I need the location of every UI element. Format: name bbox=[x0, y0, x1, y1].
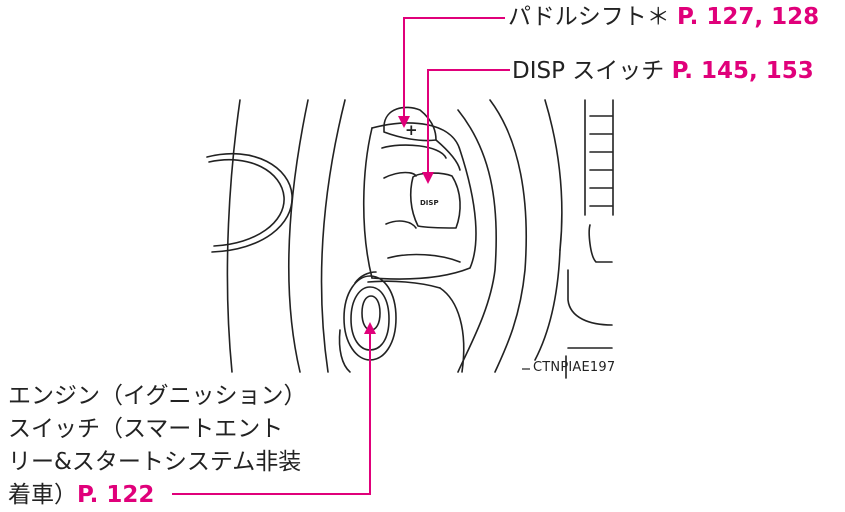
callout-engine-switch-pageref[interactable]: P. 122 bbox=[77, 482, 155, 508]
leader-arrowhead-engine bbox=[364, 322, 376, 334]
callout-paddle-shift-pageref[interactable]: P. 127, 128 bbox=[677, 4, 820, 30]
disp-button-label: DISP bbox=[420, 199, 439, 207]
ignition-switch-outer bbox=[343, 275, 397, 361]
callout-disp-switch: DISP スイッチ P. 145, 153 bbox=[512, 56, 814, 86]
callout-paddle-shift-text: パドルシフト＊ bbox=[508, 4, 670, 30]
paddle-plus-mark: + bbox=[405, 121, 418, 139]
air-vent-inner bbox=[208, 158, 285, 247]
image-code: CTNPIAE197 bbox=[533, 360, 616, 375]
callout-engine-line-2: スイッチ（スマートエント bbox=[8, 416, 284, 442]
leader-arrowhead-disp bbox=[422, 172, 434, 184]
callout-engine-line-4: 着車）P. 122 bbox=[8, 479, 338, 512]
steering-wheel-rim-outer bbox=[288, 99, 309, 373]
leader-line-disp-switch bbox=[427, 69, 510, 176]
dashboard-edge bbox=[226, 99, 241, 373]
ignition-switch-mid bbox=[350, 286, 390, 351]
air-vent-outline bbox=[206, 152, 293, 253]
callout-engine-line-1: エンジン（イグニッション） bbox=[8, 383, 307, 409]
steering-wheel-rim-inner bbox=[320, 99, 346, 373]
disp-button bbox=[409, 172, 461, 229]
paddle-shifter-outline bbox=[383, 106, 437, 142]
callout-engine-switch: エンジン（イグニッション） スイッチ（スマートエント リー&スタートシステム非装… bbox=[8, 380, 338, 512]
leader-line-engine-switch bbox=[172, 330, 371, 495]
callout-disp-switch-text: DISP スイッチ bbox=[512, 58, 665, 84]
callout-paddle-shift: パドルシフト＊ P. 127, 128 bbox=[508, 2, 819, 32]
leader-line-paddle-shift bbox=[403, 17, 505, 120]
callout-engine-last-line: 着車） bbox=[8, 482, 77, 508]
leader-arrowhead-paddle bbox=[398, 116, 410, 128]
callout-engine-line-3: リー&スタートシステム非装 bbox=[8, 449, 302, 475]
callout-disp-switch-pageref[interactable]: P. 145, 153 bbox=[671, 58, 814, 84]
